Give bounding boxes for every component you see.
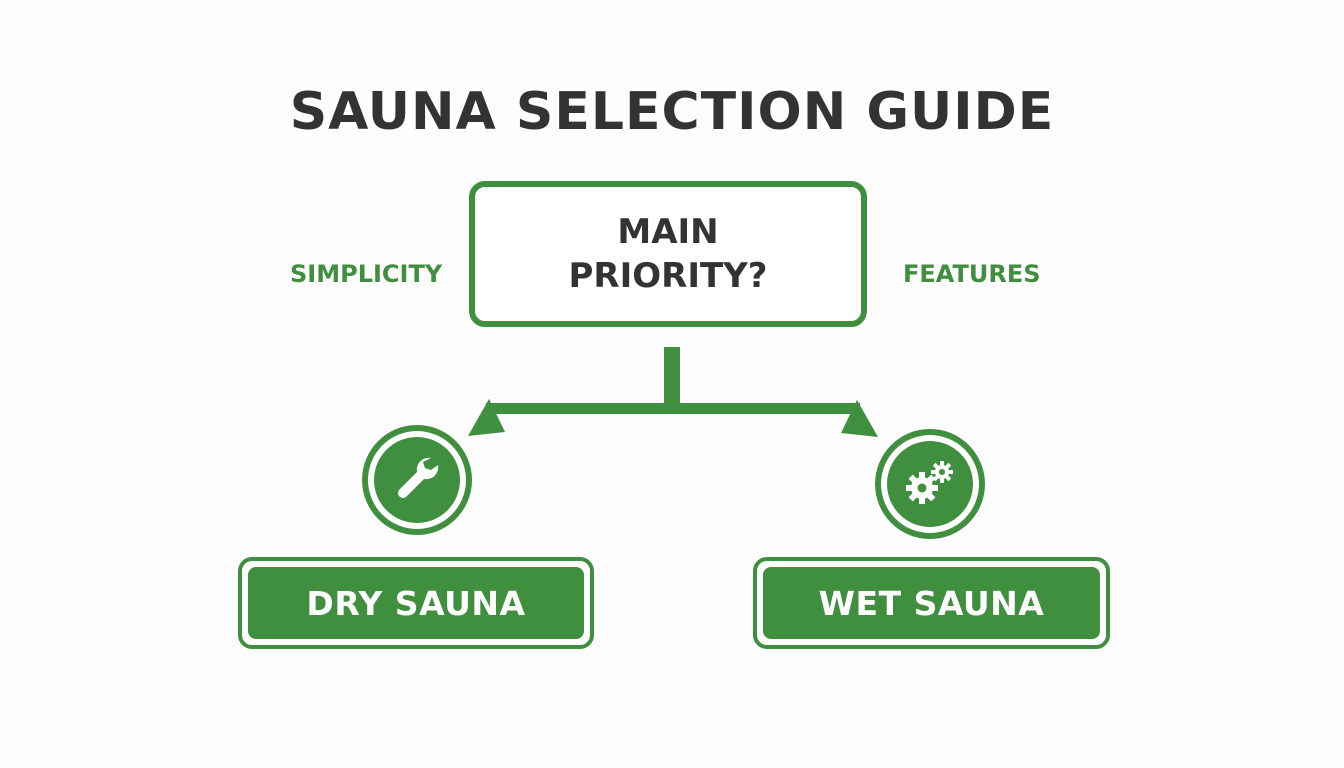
wet-sauna-icon-badge <box>875 429 985 539</box>
diagram-title: SAUNA SELECTION GUIDE <box>289 82 1055 142</box>
decision-node: MAIN PRIORITY? <box>469 181 867 327</box>
dry-sauna-outcome: DRY SAUNA <box>238 557 594 649</box>
decision-line-1: MAIN <box>617 212 719 252</box>
decision-line-2: PRIORITY? <box>568 256 768 296</box>
dry-sauna-label: DRY SAUNA <box>306 583 526 623</box>
arrow-left <box>468 399 505 436</box>
wet-sauna-outcome: WET SAUNA <box>753 557 1110 649</box>
wrench-icon <box>398 457 439 498</box>
branch-label-features: FEATURES <box>903 260 1041 288</box>
wet-sauna-label: WET SAUNA <box>818 583 1045 623</box>
dry-sauna-icon-badge <box>362 425 472 535</box>
arrow-right <box>841 400 878 437</box>
stem-line <box>664 347 680 411</box>
branch-label-simplicity: SIMPLICITY <box>290 260 443 288</box>
branch-line <box>486 403 860 414</box>
gears-icon <box>906 461 953 504</box>
